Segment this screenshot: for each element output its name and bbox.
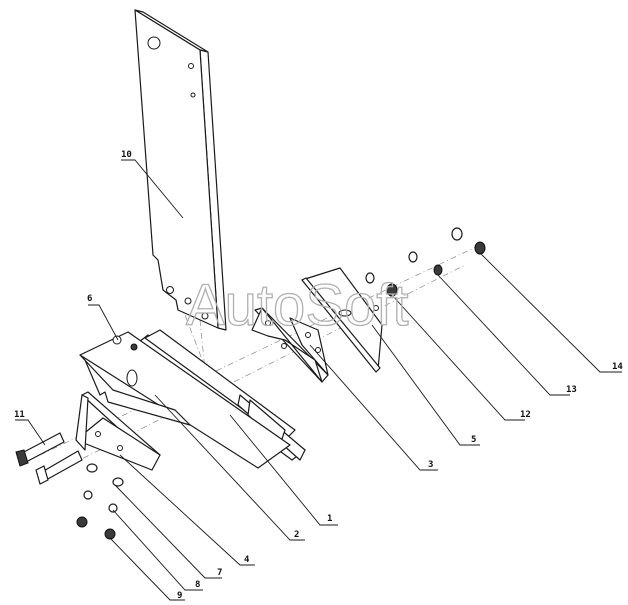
callout-1: 1 bbox=[327, 514, 332, 524]
part-4-triangular-bracket bbox=[75, 391, 161, 471]
callout-6: 6 bbox=[87, 294, 92, 304]
callout-13: 13 bbox=[566, 385, 577, 395]
callout-11: 11 bbox=[14, 410, 25, 420]
callout-4: 4 bbox=[244, 555, 250, 565]
callout-3: 3 bbox=[428, 460, 433, 470]
watermark-text: AutoSoft bbox=[186, 273, 408, 338]
callout-14: 14 bbox=[612, 362, 623, 372]
callout-labels: 1 2 3 4 5 6 7 8 9 10 11 12 13 14 bbox=[14, 150, 623, 601]
part-10-tall-plate bbox=[134, 9, 227, 331]
leader-lines bbox=[15, 159, 622, 601]
part-3-angle-bracket bbox=[251, 307, 329, 383]
callout-9: 9 bbox=[177, 591, 182, 601]
left-fasteners bbox=[76, 463, 124, 540]
callout-10: 10 bbox=[121, 150, 132, 160]
callout-7: 7 bbox=[217, 568, 222, 578]
callout-5: 5 bbox=[471, 435, 476, 445]
callout-12: 12 bbox=[520, 410, 531, 420]
callout-2: 2 bbox=[294, 530, 299, 540]
callout-8: 8 bbox=[195, 580, 200, 590]
part-5-triangular-plate bbox=[301, 267, 383, 373]
part-2-bracket-plate bbox=[79, 331, 291, 469]
part-11-bolts bbox=[15, 432, 83, 485]
right-fasteners bbox=[365, 227, 486, 297]
